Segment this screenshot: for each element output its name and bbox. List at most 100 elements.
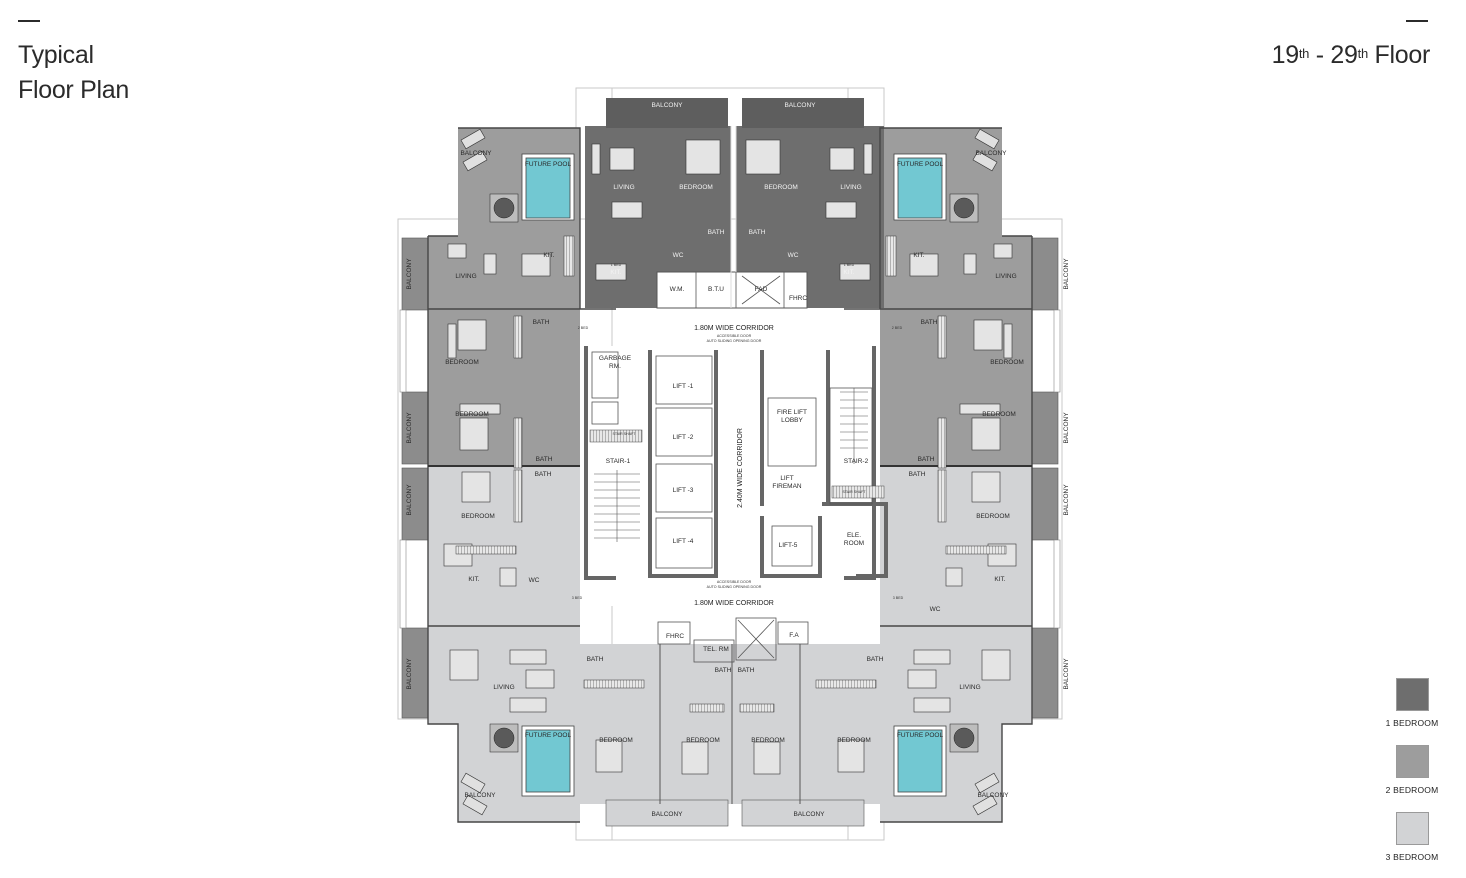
lounger-icons xyxy=(460,128,1000,816)
label-balcony-corner-tl: BALCONY xyxy=(460,150,492,157)
unit-3bed-bottom-center-right xyxy=(732,644,800,804)
label-bedroom-1bed-right: BEDROOM xyxy=(764,184,798,191)
label-lift-1: LIFT -1 xyxy=(673,383,694,390)
label-2bed-tag-right: 2 BED xyxy=(892,326,903,330)
furniture xyxy=(443,139,1017,775)
label-corridor-bottom: 1.80M WIDE CORRIDOR xyxy=(694,600,774,607)
label-door-note-top-2: AUTO SLIDING OPENING DOOR xyxy=(707,339,762,343)
legend-label-3bedroom: 3 BEDROOM xyxy=(1385,852,1439,862)
label-living-1bed-left: LIVING xyxy=(613,184,634,191)
floor-range: 19th - 29th Floor xyxy=(1271,38,1431,73)
label-pool-top-left: FUTURE POOL xyxy=(525,161,572,168)
label-door-note-bottom-1: ACCESSIBLE DOOR xyxy=(717,580,752,584)
kitchen-counters xyxy=(455,235,1007,713)
label-ele-1: ELE. xyxy=(847,532,861,539)
label-balcony-right-2: BALCONY xyxy=(1063,412,1070,444)
label-lift-3: LIFT -3 xyxy=(673,487,694,494)
legend-swatch-1bedroom xyxy=(1395,678,1429,711)
label-bedroom-2bed-left-bottom: BEDROOM xyxy=(455,411,489,418)
label-garbage-1: GARBAGE xyxy=(599,355,632,362)
core-walls xyxy=(584,346,888,580)
bottom-balconies xyxy=(605,799,865,827)
label-bath-2bed-left-bottom: BATH xyxy=(536,456,553,463)
label-bedroom-2bed-right-top: BEDROOM xyxy=(990,359,1024,366)
label-living-2bed-left: LIVING xyxy=(455,273,476,280)
label-wc-1bed-left: WC xyxy=(673,252,684,259)
label-bath-2bed-right-top: BATH xyxy=(921,319,938,326)
label-door-note-bottom-2: AUTO SLIDING OPENING DOOR xyxy=(707,585,762,589)
label-2bed-tag-left: 2 BED xyxy=(578,326,589,330)
label-1bed-tag-left: 1 BED xyxy=(611,263,622,267)
floor-dash: - xyxy=(1309,41,1331,69)
balcony-slab-top-left xyxy=(606,98,728,128)
side-balcony-ends xyxy=(399,309,1061,629)
label-bedroom-2bed-right-bottom: BEDROOM xyxy=(982,411,1016,418)
label-bath-2bed-left-top: BATH xyxy=(533,319,550,326)
unit-3bed-bottom-left xyxy=(428,626,660,822)
label-pool-bottom-right: FUTURE POOL xyxy=(897,732,944,739)
legend-swatch-2bedroom xyxy=(1395,745,1429,778)
label-bedroom-2bed-left-top: BEDROOM xyxy=(445,359,479,366)
floor-plan: BALCONY BALCONY BALCONY BALCONY BALCONY … xyxy=(397,87,1070,841)
label-fire-lift-1: FIRE LIFT xyxy=(777,409,807,416)
core-bottom-rooms xyxy=(657,617,809,663)
label-balcony-corner-tr: BALCONY xyxy=(975,150,1007,157)
label-stair-shaft-left: STAIR SHAFT xyxy=(612,432,636,436)
label-3bed-tag-right: 3 BED xyxy=(893,596,904,600)
label-bedroom-3bed-right: BEDROOM xyxy=(976,513,1010,520)
label-bath-center-right: BATH xyxy=(738,667,755,674)
label-balcony-left-1: BALCONY xyxy=(406,258,413,290)
floor-end-suffix: th xyxy=(1357,46,1369,61)
walls xyxy=(427,126,1033,823)
label-bedroom-3bed-center-right: BEDROOM xyxy=(751,737,785,744)
title-line-1: Typical xyxy=(18,41,94,69)
label-door-note-top-1: ACCESSIBLE DOOR xyxy=(717,334,752,338)
label-balcony-left-2: BALCONY xyxy=(406,412,413,444)
side-balconies xyxy=(401,237,1059,719)
stairs xyxy=(594,388,868,542)
label-ele-2: ROOM xyxy=(844,540,864,547)
label-garbage-2: RM. xyxy=(609,363,621,370)
label-bath-1bed-left: BATH xyxy=(708,229,725,236)
header-dash-right xyxy=(1406,20,1428,22)
label-wc-1bed-right: WC xyxy=(788,252,799,259)
label-stair-2: STAIR-2 xyxy=(844,458,869,465)
label-balcony-left-4: BALCONY xyxy=(406,658,413,690)
label-balcony-corner-bl: BALCONY xyxy=(464,792,496,799)
label-living-3bed-left: LIVING xyxy=(493,684,514,691)
label-lift-4: LIFT -4 xyxy=(673,538,694,545)
page-title: Typical Floor Plan xyxy=(18,38,129,108)
floor-end: 29 xyxy=(1330,41,1358,69)
label-bath-1bed-right: BATH xyxy=(749,229,766,236)
floor-start: 19 xyxy=(1271,41,1300,69)
unit-3bed-bottom-right xyxy=(800,626,1032,822)
label-bedroom-1bed-left: BEDROOM xyxy=(679,184,713,191)
label-balcony-top-left: BALCONY xyxy=(651,102,683,109)
label-bath-3bed-left-bottom: BATH xyxy=(587,656,604,663)
legend-2bedroom: 2 BEDROOM xyxy=(1372,745,1452,795)
label-kit-1bed-right: KIT. xyxy=(843,269,854,276)
label-kit-1bed-left: KIT. xyxy=(610,269,621,276)
label-balcony-right-1: BALCONY xyxy=(1063,258,1070,290)
label-wc-3bed-right: WC xyxy=(930,606,941,613)
core-area xyxy=(580,308,880,644)
pools xyxy=(521,153,947,797)
label-balcony-right-4: BALCONY xyxy=(1063,658,1070,690)
label-lift-5: LIFT-5 xyxy=(779,542,798,549)
label-fire-lift-2: LOBBY xyxy=(781,417,803,424)
label-pool-bottom-left: FUTURE POOL xyxy=(525,732,572,739)
label-bath-3bed-right-bottom: BATH xyxy=(867,656,884,663)
label-stair-1: STAIR-1 xyxy=(606,458,631,465)
label-balcony-bottom-left: BALCONY xyxy=(651,811,683,818)
label-balcony-bottom-right: BALCONY xyxy=(793,811,825,818)
label-bath-3bed-right: BATH xyxy=(909,471,926,478)
core-service-rooms xyxy=(695,272,785,308)
legend-1bedroom: 1 BEDROOM xyxy=(1372,678,1452,728)
label-fad: FAD xyxy=(755,286,768,293)
legend-3bedroom: 3 BEDROOM xyxy=(1372,812,1452,862)
label-bedroom-3bed-left: BEDROOM xyxy=(461,513,495,520)
floor-word: Floor xyxy=(1367,41,1431,69)
label-kit-3bed-left: KIT. xyxy=(468,576,479,583)
label-living-3bed-right: LIVING xyxy=(959,684,980,691)
label-bedroom-3bed-center-left: BEDROOM xyxy=(686,737,720,744)
